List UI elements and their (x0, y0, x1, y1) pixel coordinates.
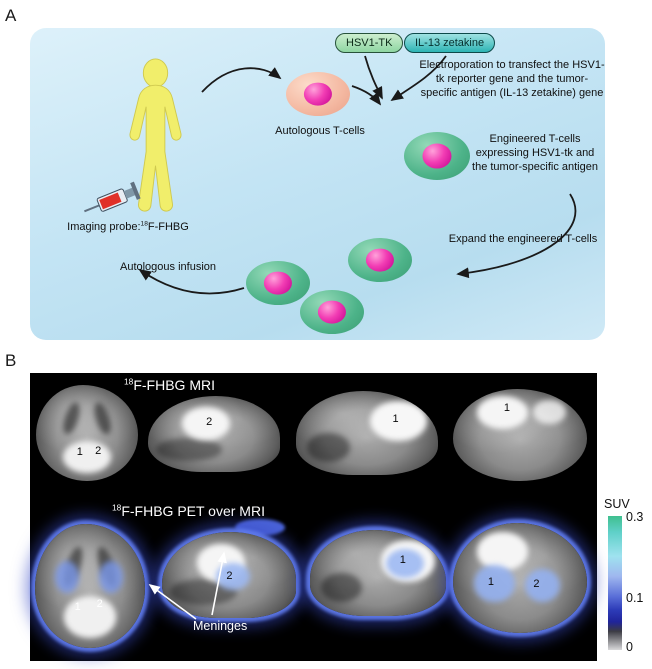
suv-tick-mid: 0.1 (626, 591, 644, 605)
lesion-label: 1 (503, 401, 511, 414)
panel-b-imaging: 18F-FHBG MRI 1 2 2 1 (30, 373, 597, 661)
meninges-label: Meninges (193, 619, 248, 633)
bright-region (62, 440, 112, 474)
suv-scale-title: SUV (604, 497, 630, 511)
bright-region (477, 531, 529, 572)
arrow-tcell-to-engineered (351, 85, 382, 106)
expanded-tcell (348, 238, 412, 282)
engineered-tcell (404, 132, 470, 180)
mri-axial-scan: 1 2 (36, 385, 138, 481)
il13-zetakine-pill: IL-13 zetakine (404, 33, 496, 53)
panel-b-label: B (5, 351, 17, 370)
mri-title: 18F-FHBG MRI (124, 377, 215, 393)
pet-uptake-region (386, 548, 425, 579)
pet-sagittal-right-scan: 1 (310, 530, 446, 616)
pet-sagittal-left-scan: 2 (162, 532, 296, 618)
autologous-tcell (286, 72, 350, 116)
human-figure-icon (129, 58, 182, 212)
pet-axial-scan: 1 2 (35, 524, 145, 648)
brain-image (453, 389, 587, 481)
pet-uptake-region (54, 561, 79, 594)
pet-title: 18F-FHBG PET over MRI (112, 503, 265, 519)
expanded-tcell (246, 261, 310, 305)
probe-prefix: Imaging probe: (67, 221, 141, 233)
lesion-label: 1 (74, 600, 81, 613)
mri-title-text: F-FHBG MRI (133, 377, 215, 393)
panel-a-label: A (5, 6, 17, 25)
cell-nucleus (365, 248, 395, 272)
brain-image (296, 391, 438, 475)
suv-tick-max: 0.3 (626, 510, 644, 524)
bright-region (63, 595, 117, 639)
brain-image (453, 523, 587, 633)
lesion-label: 2 (96, 598, 103, 611)
imaging-probe-label: Imaging probe:18F-FHBG (30, 220, 226, 234)
arrow-hsv1-to-cell (364, 55, 383, 100)
lesion-label: 1 (487, 575, 494, 588)
hsv1-tk-pill: HSV1-TK (335, 33, 404, 53)
cell-nucleus (317, 300, 347, 324)
brain-image (36, 385, 138, 481)
pet-uptake-region (98, 561, 123, 594)
cell-nucleus (303, 82, 333, 106)
bright-region (182, 406, 230, 441)
electroporation-text: Electroporation to transfect the HSV1-tk… (419, 59, 605, 100)
lesion-label: 2 (533, 578, 540, 590)
mri-sagittal-right-scan: 1 (296, 391, 438, 475)
expand-text: Expand the engineered T-cells (448, 233, 598, 245)
lesion-label: 2 (206, 415, 213, 428)
dark-region (307, 433, 350, 462)
brain-image (35, 524, 145, 648)
expanded-tcell (300, 290, 364, 334)
arrow-human-to-tcell (201, 67, 282, 93)
pet-isotope: 18 (112, 502, 122, 513)
lesion-label: 1 (399, 554, 406, 567)
autologous-tcells-label: Autologous T-cells (275, 125, 365, 137)
lesion-label: 1 (76, 446, 83, 459)
lesion-label: 2 (95, 444, 102, 457)
lesion-label: 1 (392, 412, 399, 425)
probe-isotope: 18 (140, 220, 148, 228)
dark-region (155, 437, 222, 461)
cell-nucleus (422, 143, 452, 169)
autologous-infusion-label: Autologous infusion (119, 261, 216, 273)
lesion-label: 2 (226, 569, 233, 582)
dark-region (320, 573, 362, 603)
pet-coronal-scan: 1 2 (453, 523, 587, 633)
panel-a-diagram: Imaging probe:18F-FHBG Autologous T-cell… (30, 28, 605, 340)
dark-region (91, 401, 115, 437)
suv-colorbar (608, 516, 622, 650)
brain-image (310, 530, 446, 616)
engineered-tcells-text: Engineered T-cells expressing HSV1-tk an… (472, 133, 598, 174)
pet-signal-blob (235, 519, 285, 536)
pet-uptake-region (525, 569, 561, 603)
bright-region (533, 400, 566, 424)
pet-title-text: F-FHBG PET over MRI (121, 503, 265, 519)
brain-image (148, 396, 280, 472)
suv-tick-min: 0 (626, 640, 633, 654)
mri-coronal-scan: 1 (453, 389, 587, 481)
bright-region (477, 396, 529, 430)
probe-tracer: F-FHBG (147, 221, 189, 233)
pet-uptake-region (215, 562, 251, 591)
bright-region (369, 401, 427, 442)
dark-region (59, 401, 83, 437)
pet-uptake-region (474, 564, 515, 603)
mri-sagittal-left-scan: 2 (148, 396, 280, 472)
syringe-icon (84, 181, 141, 213)
cell-nucleus (263, 271, 293, 295)
mri-isotope: 18 (124, 376, 134, 387)
